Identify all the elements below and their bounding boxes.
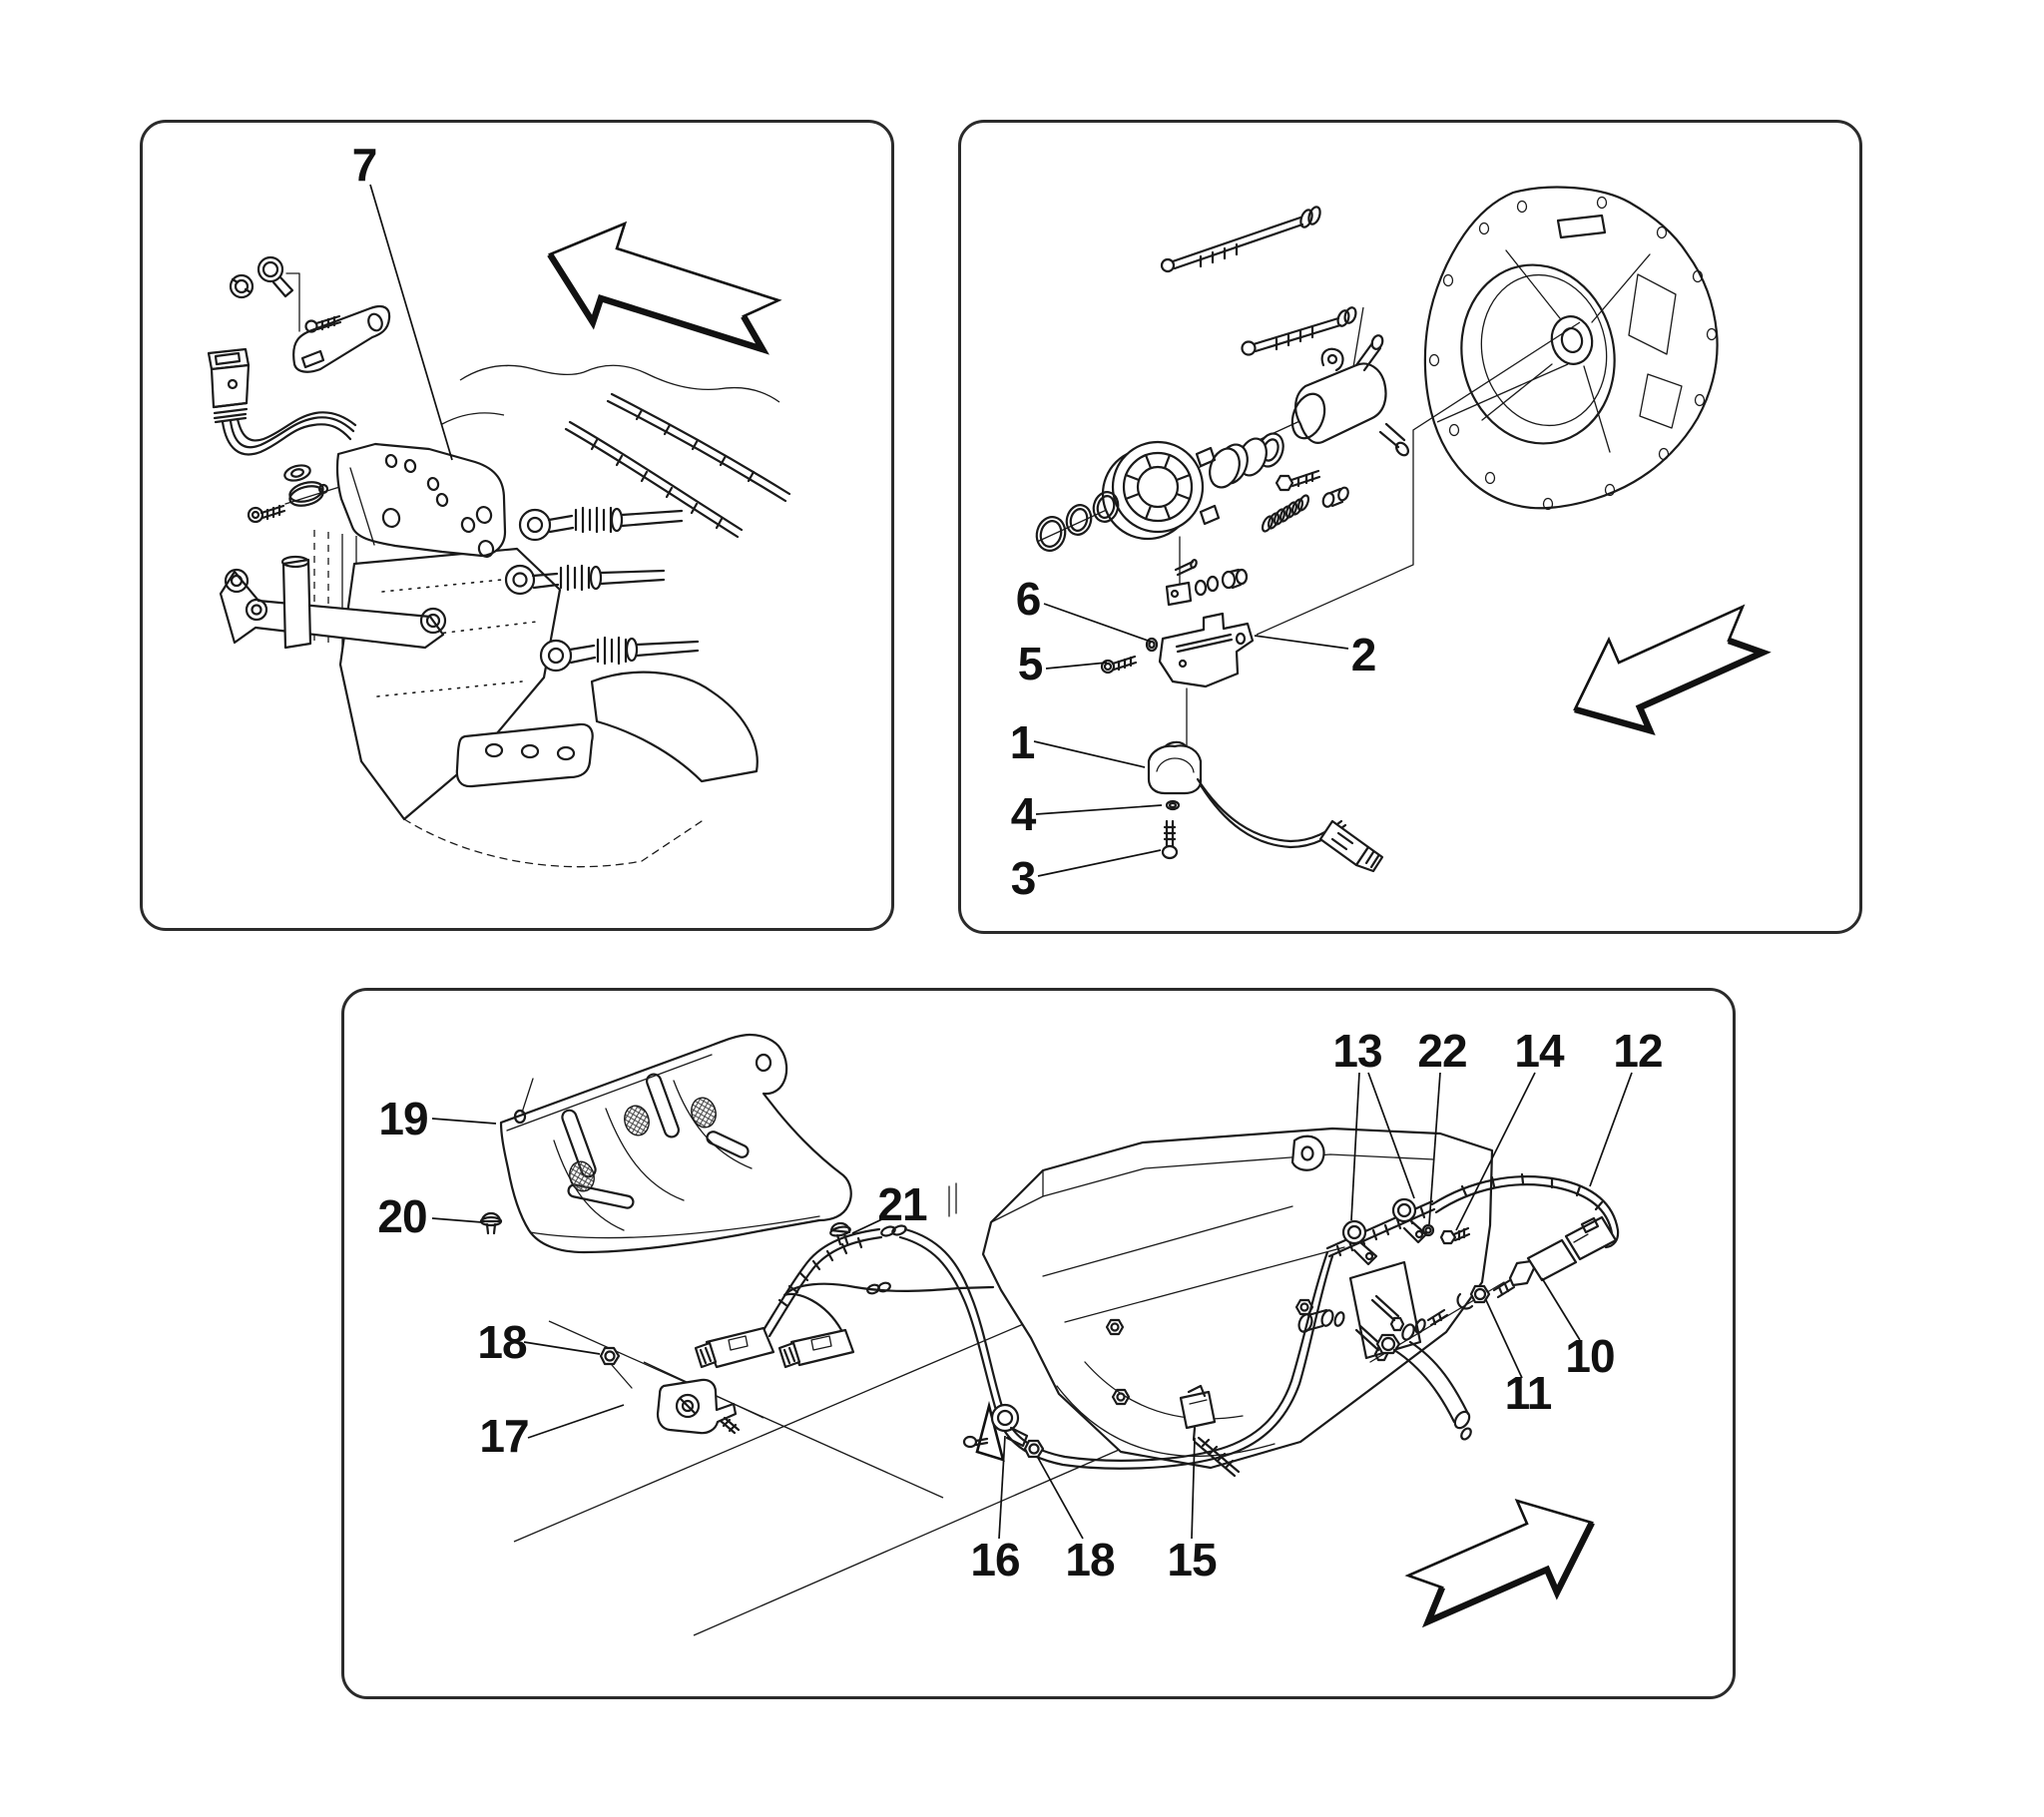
slave-cylinder bbox=[1290, 334, 1410, 457]
seal-discs bbox=[1209, 432, 1284, 489]
spring-and-bolts bbox=[1261, 469, 1349, 533]
sensor-clamp-1 bbox=[1147, 740, 1384, 873]
callout-14: 14 bbox=[1514, 1025, 1564, 1077]
callout-10: 10 bbox=[1565, 1330, 1615, 1382]
o-rings bbox=[1035, 491, 1120, 552]
cable-bracket-17 bbox=[599, 1346, 741, 1435]
callout-4: 4 bbox=[1010, 788, 1037, 840]
engine-silhouette bbox=[313, 364, 780, 653]
bell-housing-drawing bbox=[1423, 186, 1719, 511]
tie-rod-ends bbox=[504, 506, 700, 673]
panel-gearbox-sensors: 19 20 21 18 17 16 18 15 13 22 14 12 10 1… bbox=[341, 988, 1736, 1699]
callout-17: 17 bbox=[479, 1410, 529, 1462]
callout-3: 3 bbox=[1010, 852, 1037, 904]
fasteners-top-left bbox=[229, 255, 391, 373]
panel-engine-mount-sensor: 7 bbox=[140, 120, 894, 931]
callout-15: 15 bbox=[1167, 1534, 1217, 1586]
callout-20: 20 bbox=[377, 1190, 427, 1242]
sensor-bracket-2 bbox=[1100, 612, 1255, 752]
long-bolts bbox=[1160, 206, 1357, 356]
callout-11: 11 bbox=[1504, 1367, 1553, 1419]
grommets bbox=[479, 1211, 851, 1246]
pin-and-block bbox=[1165, 536, 1249, 607]
callout-7: 7 bbox=[351, 139, 378, 191]
callout-18-upper: 18 bbox=[477, 1316, 527, 1368]
clutch-actuation-drawing bbox=[1033, 186, 1772, 877]
braided-hoses bbox=[564, 392, 791, 539]
release-bearing bbox=[1101, 440, 1221, 541]
callout-13: 13 bbox=[1332, 1025, 1382, 1077]
panel-clutch-actuation: 6 5 2 1 4 3 bbox=[958, 120, 1862, 934]
engine-mount-drawing bbox=[207, 184, 791, 868]
direction-arrow-icon bbox=[547, 221, 782, 355]
callout-5: 5 bbox=[1017, 638, 1044, 689]
mount-bar bbox=[455, 722, 594, 788]
callout-21: 21 bbox=[877, 1178, 927, 1230]
heat-shield-drawing bbox=[499, 1033, 852, 1254]
lower-engine-mass bbox=[590, 671, 759, 783]
cable-clamp-16 bbox=[962, 1400, 1045, 1462]
callout-16: 16 bbox=[970, 1534, 1020, 1586]
panel2-leaders bbox=[1033, 603, 1349, 877]
direction-arrow-icon bbox=[1573, 604, 1772, 735]
sensor-10-assembly bbox=[1369, 1215, 1618, 1441]
link-arm bbox=[219, 555, 447, 650]
cable-connectors bbox=[694, 1326, 855, 1369]
sensor-connector bbox=[207, 347, 357, 456]
leader-7 bbox=[369, 184, 453, 461]
callout-22: 22 bbox=[1417, 1025, 1467, 1077]
callout-6: 6 bbox=[1015, 573, 1042, 625]
panel3-leaders bbox=[431, 1072, 1633, 1540]
callout-1: 1 bbox=[1009, 716, 1036, 768]
connector-15 bbox=[1179, 1384, 1241, 1478]
cable-clamps-13 bbox=[1341, 1197, 1471, 1266]
callout-18-lower: 18 bbox=[1065, 1534, 1115, 1586]
callout-19: 19 bbox=[378, 1093, 428, 1144]
clamp-and-screw bbox=[247, 464, 350, 524]
bracket-plate-7 bbox=[335, 442, 507, 559]
direction-arrow-icon bbox=[1404, 1498, 1595, 1628]
gearbox-cables-drawing bbox=[431, 1033, 1633, 1636]
callout-2: 2 bbox=[1350, 629, 1377, 681]
callout-12: 12 bbox=[1613, 1025, 1663, 1077]
gearbox-drawing bbox=[948, 1127, 1494, 1470]
